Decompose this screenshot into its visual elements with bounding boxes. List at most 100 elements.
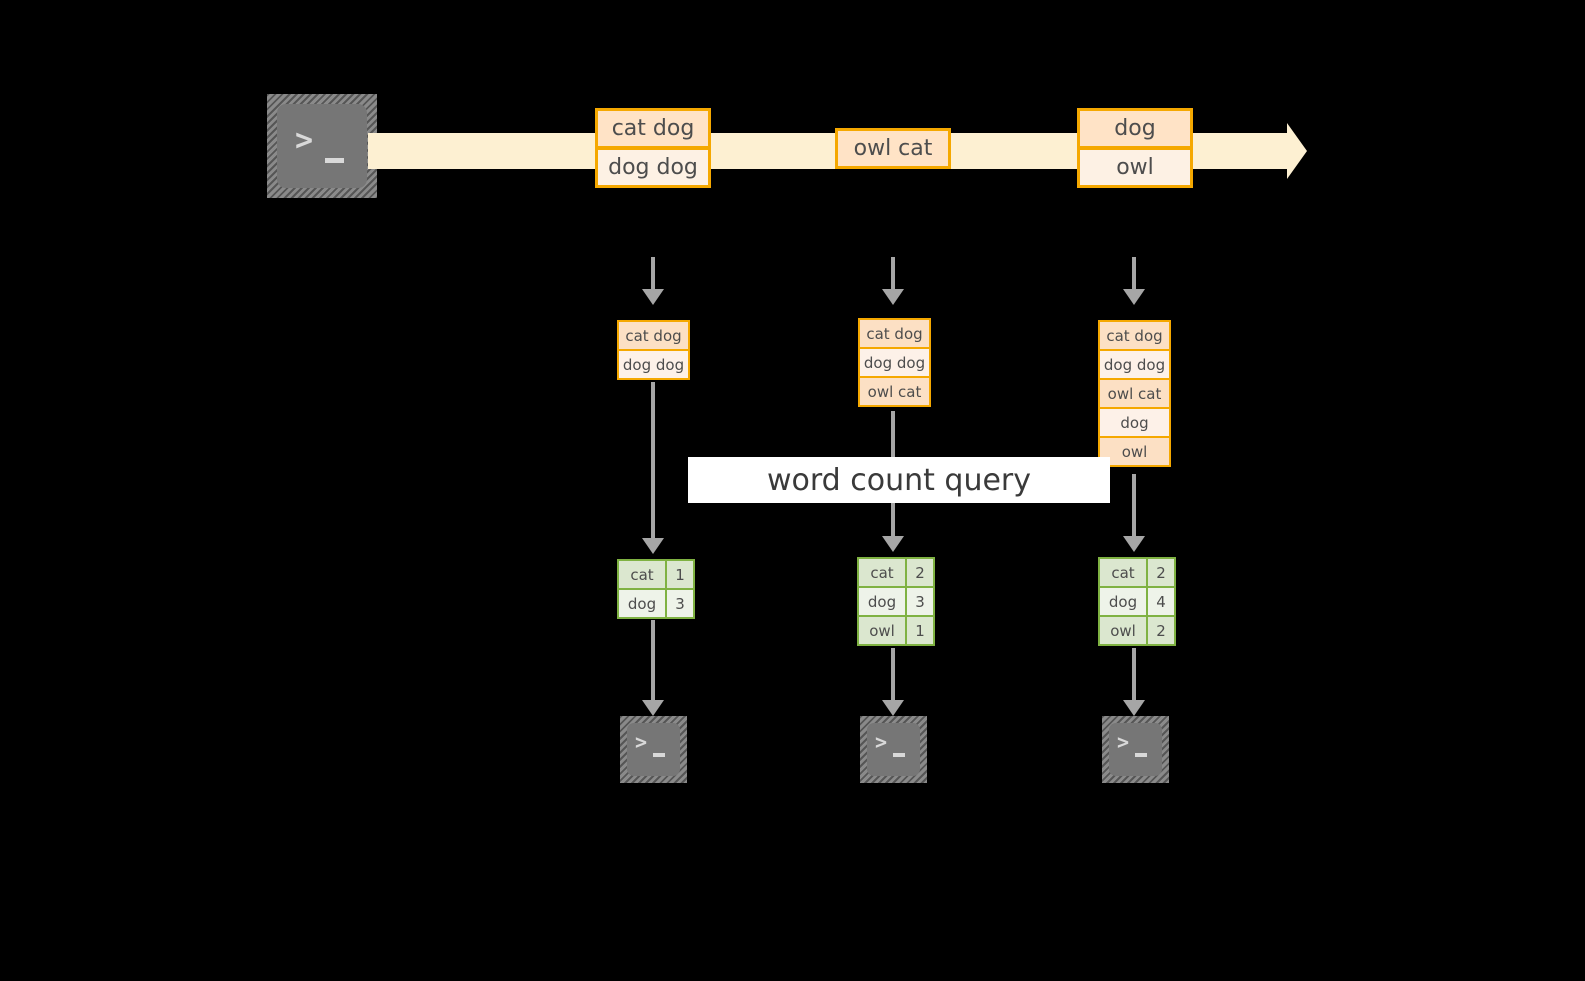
batch-input-row: dog dog [617, 349, 690, 380]
sink-terminal-icon: > [860, 716, 927, 783]
batch-input-stack: cat dog dog dog owl cat dog owl [1098, 320, 1171, 467]
sink-arrow-head [882, 700, 904, 716]
trigger-arrow-head [642, 289, 664, 305]
result-word-cell: cat [1098, 557, 1148, 588]
batch-result-table: cat 1 dog 3 [617, 559, 695, 619]
result-count-cell: 4 [1146, 586, 1176, 617]
batch-input-text: dog dog [863, 353, 926, 372]
result-count: 3 [915, 592, 925, 611]
batch-input-text: cat dog [625, 326, 682, 345]
terminal-prompt-glyph: > [1117, 730, 1130, 754]
source-terminal-icon: > [267, 94, 377, 198]
table-row: dog 3 [857, 586, 935, 617]
terminal-prompt-glyph: > [295, 123, 314, 158]
batch-input-text: cat dog [1106, 326, 1163, 345]
result-count: 1 [675, 565, 685, 584]
table-row: owl 1 [857, 615, 935, 646]
result-word-cell: cat [617, 559, 667, 590]
batch-input-row: owl cat [858, 376, 931, 407]
stream-event-box: owl cat [835, 128, 951, 169]
batch-input-row: cat dog [617, 320, 690, 351]
result-word: cat [1111, 563, 1135, 582]
batch-input-text: dog dog [1103, 355, 1166, 374]
sink-arrow-line [1132, 648, 1136, 700]
result-word-cell: dog [617, 588, 667, 619]
result-word: dog [867, 592, 897, 611]
result-word-cell: owl [857, 615, 907, 646]
batch-input-row: dog dog [1098, 349, 1171, 380]
batch-input-text: cat dog [866, 324, 923, 343]
result-count-cell: 1 [905, 615, 935, 646]
stream-event-line: dog [1114, 116, 1156, 141]
query-arrow-head [642, 538, 664, 554]
batch-input-row: owl cat [1098, 378, 1171, 409]
table-row: dog 3 [617, 588, 695, 619]
result-count-cell: 1 [665, 559, 695, 590]
sink-arrow-head [642, 700, 664, 716]
terminal-prompt-glyph: > [875, 730, 888, 754]
trigger-arrow-head [1123, 289, 1145, 305]
batch-result-table: cat 2 dog 4 owl 2 [1098, 557, 1176, 646]
table-row: cat 1 [617, 559, 695, 590]
terminal-cursor-glyph [325, 158, 344, 163]
stream-event-box: cat dog [595, 108, 711, 149]
query-arrow-line [1132, 474, 1136, 536]
terminal-cursor-glyph [653, 753, 665, 757]
result-count: 4 [1156, 592, 1166, 611]
event-stream-arrowhead [1287, 123, 1307, 179]
batch-input-row: dog [1098, 407, 1171, 438]
result-word: dog [627, 594, 657, 613]
stream-event-box: owl [1077, 147, 1193, 188]
sink-terminal-icon: > [620, 716, 687, 783]
result-word: cat [630, 565, 654, 584]
query-arrow-line [651, 382, 655, 538]
result-count: 2 [1156, 621, 1166, 640]
trigger-arrow-head [882, 289, 904, 305]
table-row: cat 2 [1098, 557, 1176, 588]
batch-input-text: owl [1121, 442, 1148, 461]
result-count-cell: 3 [905, 586, 935, 617]
stream-event-box: dog dog [595, 147, 711, 188]
result-word: owl [1110, 621, 1136, 640]
result-word-cell: cat [857, 557, 907, 588]
result-word: dog [1108, 592, 1138, 611]
stream-event-box: dog [1077, 108, 1193, 149]
result-word-cell: dog [857, 586, 907, 617]
result-word-cell: owl [1098, 615, 1148, 646]
sink-arrow-line [891, 648, 895, 700]
batch-input-text: owl cat [867, 382, 922, 401]
stream-event-line: cat dog [611, 116, 695, 141]
result-count-cell: 3 [665, 588, 695, 619]
batch-input-text: dog [1120, 413, 1149, 432]
batch-input-text: owl cat [1107, 384, 1162, 403]
terminal-cursor-glyph [1135, 753, 1147, 757]
query-arrow-head [1123, 536, 1145, 552]
result-count-cell: 2 [1146, 557, 1176, 588]
result-count: 3 [675, 594, 685, 613]
result-word: owl [869, 621, 895, 640]
batch-input-row: cat dog [1098, 320, 1171, 351]
table-row: owl 2 [1098, 615, 1176, 646]
batch-input-row: cat dog [858, 318, 931, 349]
result-count-cell: 2 [905, 557, 935, 588]
batch-input-row: dog dog [858, 347, 931, 378]
terminal-prompt-glyph: > [635, 730, 648, 754]
table-row: dog 4 [1098, 586, 1176, 617]
result-word-cell: dog [1098, 586, 1148, 617]
batch-input-stack: cat dog dog dog owl cat [858, 318, 931, 407]
sink-arrow-line [651, 620, 655, 700]
trigger-arrow-line [651, 257, 655, 289]
batch-input-text: dog dog [622, 355, 685, 374]
query-label-text: word count query [766, 462, 1032, 498]
result-count: 2 [1156, 563, 1166, 582]
trigger-arrow-line [891, 257, 895, 289]
terminal-cursor-glyph [893, 753, 905, 757]
sink-terminal-icon: > [1102, 716, 1169, 783]
result-count: 1 [915, 621, 925, 640]
batch-input-row: owl [1098, 436, 1171, 467]
stream-event-line: dog dog [608, 155, 698, 180]
result-count-cell: 2 [1146, 615, 1176, 646]
batch-input-stack: cat dog dog dog [617, 320, 690, 380]
result-word: cat [870, 563, 894, 582]
